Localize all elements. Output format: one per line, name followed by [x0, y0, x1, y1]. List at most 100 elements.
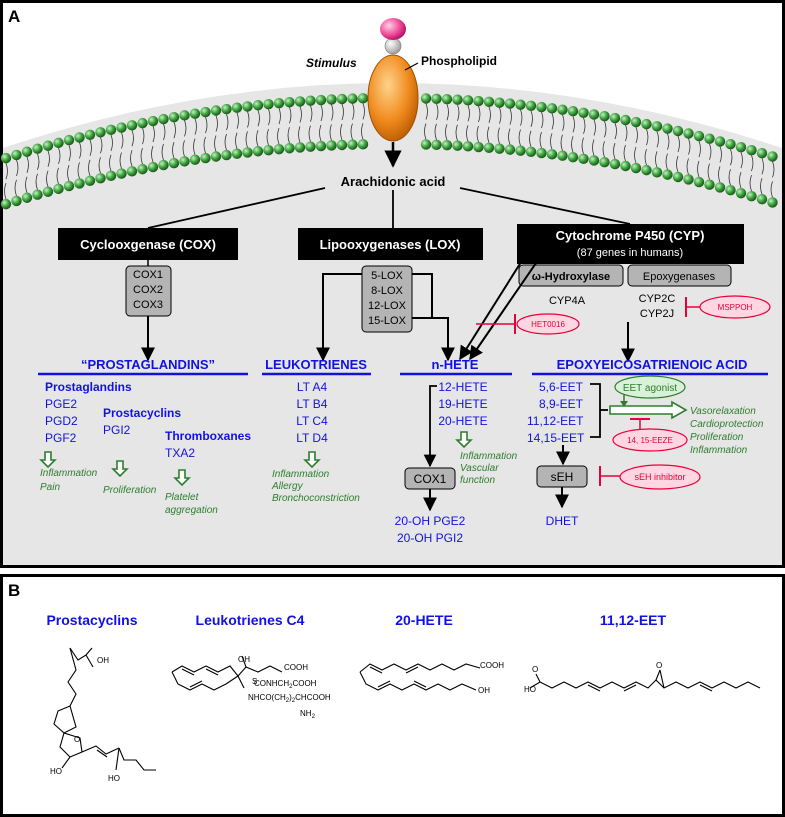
membrane-beads	[0, 93, 778, 210]
membrane-bead	[452, 94, 463, 105]
eet-item-2: 8,9-EET	[539, 397, 584, 411]
membrane-bead	[95, 127, 106, 138]
seh-label: sEH	[551, 470, 574, 484]
membrane-bead	[105, 124, 117, 136]
membrane-bead	[473, 95, 484, 107]
prostacyclin-o: O	[74, 735, 80, 744]
lt-effect-1: Inflammation	[272, 469, 330, 480]
prostacyclin-oh-bottom: HO	[108, 774, 120, 783]
leukotriene-structure	[171, 655, 283, 691]
hete-structure	[359, 663, 481, 691]
membrane-bead	[431, 93, 442, 104]
membrane-bead	[210, 105, 222, 116]
leukotriene-conh: CONHCH2COOH	[254, 679, 317, 690]
cox-enzyme-2: COX2	[133, 284, 163, 296]
eet-item-1: 5,6-EET	[539, 380, 584, 394]
membrane-bead	[231, 148, 243, 159]
oh-product-2: 20-OH PGI2	[397, 531, 463, 545]
prostaglandins-title: “PROSTAGLANDINS”	[81, 357, 215, 372]
membrane-bead	[504, 98, 516, 109]
lox-enzyme-3: 12-LOX	[368, 300, 407, 312]
membrane-bead	[714, 182, 726, 193]
membrane-bead	[273, 97, 285, 109]
membrane-bead	[693, 176, 705, 188]
membrane-bead	[0, 152, 12, 164]
eet-agonist-ellipse	[614, 375, 686, 399]
membrane-bead	[704, 179, 715, 190]
membrane-bead	[221, 149, 232, 161]
membrane-bead	[126, 120, 138, 131]
membrane-bead	[557, 150, 568, 161]
membrane-bead	[452, 140, 463, 151]
membrane-bead	[651, 121, 663, 132]
membrane-bead	[714, 136, 726, 147]
membrane-bead	[609, 158, 621, 170]
membrane-bead	[462, 95, 474, 106]
membrane-bead	[483, 96, 495, 107]
membrane-bead	[767, 197, 778, 208]
membrane-bead	[221, 103, 232, 115]
membrane-bead	[137, 163, 148, 175]
membrane-bead	[641, 118, 652, 130]
membrane-bead	[462, 141, 474, 152]
hete-item-1: 12-HETE	[438, 380, 487, 394]
membrane-bead	[95, 173, 106, 184]
epoxygenases: Epoxygenases	[643, 271, 716, 283]
eeze-label: 14, 15-EEZE	[627, 436, 673, 445]
membrane-bead	[284, 143, 295, 154]
cox-enzyme-3: COX3	[133, 299, 163, 311]
membrane-bead	[21, 192, 33, 203]
arrow-cyp-to-hete-2	[469, 249, 546, 361]
prostacyclins-subtitle: Prostacyclins	[103, 406, 181, 420]
membrane-bead	[326, 140, 337, 151]
membrane-bead	[336, 93, 348, 105]
receptor-shape	[367, 54, 419, 142]
membrane-bead	[494, 97, 505, 108]
lt-effect-3: Bronchoconstriction	[272, 493, 360, 504]
eeze-ellipse	[612, 428, 688, 452]
cyp2c: CYP2C	[639, 293, 676, 305]
green-down-arrow	[39, 451, 57, 469]
prostacyclin-item: PGI2	[103, 423, 131, 437]
membrane-bead	[441, 140, 453, 151]
seh-inhibitor-ellipse	[619, 464, 701, 490]
pg-item-2: PGD2	[45, 414, 78, 428]
panel-b-frame	[0, 574, 785, 817]
dhet-label: DHET	[546, 514, 579, 528]
pg-item-1: PGE2	[45, 397, 77, 411]
pc-effect: Proliferation	[103, 485, 157, 496]
pg-effect-2: Pain	[40, 482, 60, 493]
membrane-bead	[347, 93, 358, 104]
cyp-header-sub: (87 genes in humans)	[577, 247, 683, 259]
membrane-bead	[746, 190, 757, 202]
tx-effect-2: aggregation	[165, 505, 218, 516]
membrane-bead	[651, 167, 663, 178]
arachidonic-acid-label: Arachidonic acid	[341, 174, 446, 189]
membrane-bead	[231, 102, 243, 113]
lox-enzyme-1: 5-LOX	[371, 270, 403, 282]
membrane-bead	[756, 194, 768, 205]
membrane-bead	[672, 171, 684, 183]
eet-ho: HO	[524, 685, 536, 694]
membrane-bead	[494, 143, 505, 154]
panel-b-label: B	[8, 581, 20, 600]
arrow-cyp-to-hete-1	[459, 231, 541, 361]
cyp-header: Cytochrome P450 (CYP)	[556, 228, 705, 243]
membrane-bead	[273, 143, 285, 155]
membrane-bead	[672, 125, 684, 137]
membrane-bead	[620, 114, 631, 126]
membrane-bead	[137, 117, 148, 129]
membrane-bead	[263, 144, 274, 156]
membrane-bead	[746, 144, 757, 156]
membrane-bead	[683, 174, 694, 185]
membrane-bead	[504, 144, 516, 155]
membrane-bead	[725, 185, 736, 196]
receptor-neck	[384, 37, 402, 55]
stimulus-label: Stimulus	[306, 56, 357, 70]
lipid-tails	[4, 103, 775, 200]
phospholipid-pointer	[404, 62, 419, 71]
membrane-bead	[599, 157, 610, 168]
membrane-bead	[599, 111, 610, 122]
membrane-bead	[210, 151, 222, 162]
